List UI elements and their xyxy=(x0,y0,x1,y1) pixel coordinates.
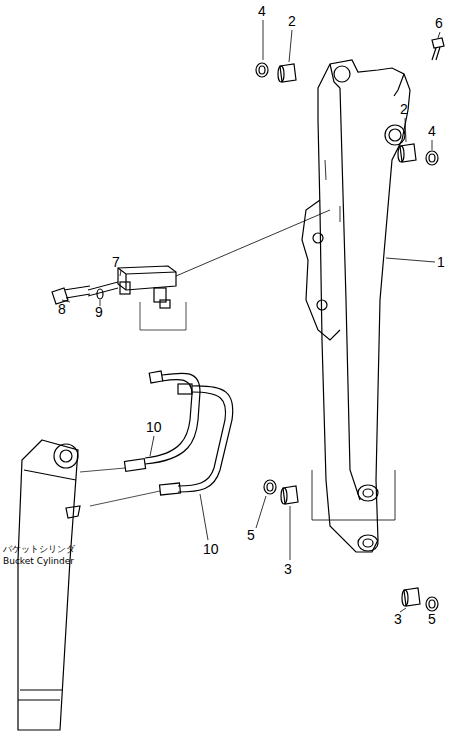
callout-number: 6 xyxy=(435,16,443,30)
callout-number: 2 xyxy=(400,102,408,116)
callout-number: 3 xyxy=(284,562,292,576)
arm xyxy=(302,60,410,552)
callout-number: 1 xyxy=(437,255,445,269)
callout-number: 2 xyxy=(288,14,296,28)
callout-number: 10 xyxy=(203,542,219,556)
callout-number: 8 xyxy=(58,302,66,316)
callout-number: 3 xyxy=(394,612,402,626)
callout-number: 4 xyxy=(258,4,266,18)
bucket-cylinder xyxy=(18,440,80,730)
callout-number: 7 xyxy=(112,255,120,269)
callout-number: 5 xyxy=(247,528,255,542)
part-name: Bucket Cylinder xyxy=(3,557,74,566)
leader-line xyxy=(62,20,440,612)
callout-number: 10 xyxy=(146,420,162,434)
valve-block xyxy=(52,210,330,330)
bushing xyxy=(256,63,438,611)
callout-number: 5 xyxy=(428,612,436,626)
callout-number: 9 xyxy=(95,305,103,319)
grease-fitting xyxy=(432,38,444,60)
callout-number: 4 xyxy=(428,124,436,138)
hose xyxy=(80,371,233,506)
part-name: バケットシリンダ xyxy=(3,545,75,554)
